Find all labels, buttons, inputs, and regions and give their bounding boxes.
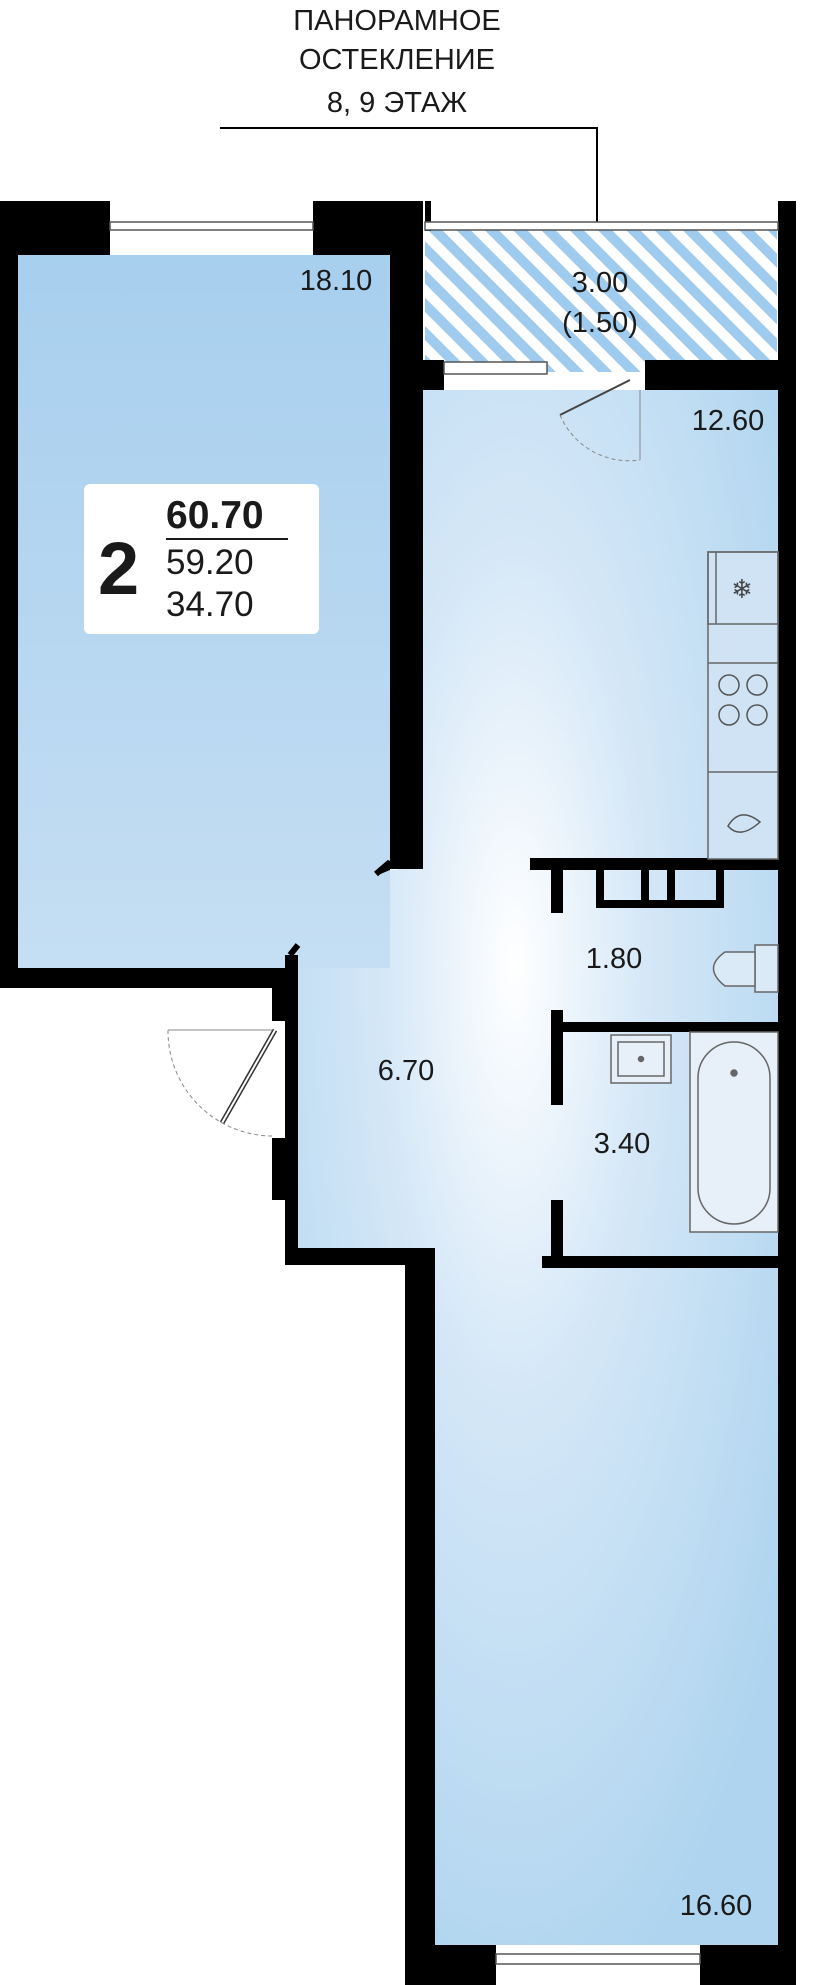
area-bathroom: 3.40 — [594, 1128, 650, 1160]
kitchen-counter — [707, 551, 779, 860]
toilet-icon — [712, 944, 779, 993]
window-kitchen — [443, 361, 548, 375]
area-without-balcony: 59.20 — [166, 543, 254, 582]
balcony-door — [559, 379, 641, 462]
area-hallway: 6.70 — [378, 1055, 434, 1087]
walls — [0, 201, 796, 1985]
glazing-note-line3: 8, 9 ЭТАЖ — [327, 87, 467, 119]
area-toilet: 1.80 — [586, 943, 642, 975]
area-room-bottom: 16.60 — [680, 1890, 753, 1922]
room-count: 2 — [98, 527, 139, 610]
snowflake-icon: ❄ — [731, 574, 753, 604]
bathtub-icon — [689, 1031, 779, 1233]
sink-icon — [727, 814, 762, 833]
wall-stub — [378, 860, 390, 875]
balcony-floor — [425, 229, 777, 372]
entrance-door — [167, 1028, 278, 1137]
living-area: 34.70 — [166, 585, 254, 624]
glazing-note-line1: ПАНОРАМНОЕ — [293, 5, 500, 37]
window-balcony — [424, 221, 779, 231]
wall-stub-line-2 — [287, 943, 301, 957]
glazing-note-line2: ОСТЕКЛЕНИЕ — [299, 44, 495, 76]
area-room-left: 18.10 — [300, 265, 373, 297]
window-bottom-room — [495, 1953, 701, 1965]
window-left-room — [109, 221, 314, 231]
windows — [109, 221, 779, 1965]
stove-icon — [718, 674, 768, 726]
glazing-leader-line — [220, 127, 598, 226]
washbasin-icon — [610, 1034, 672, 1084]
area-balcony-reduced: (1.50) — [562, 307, 638, 339]
total-area: 60.70 — [166, 494, 264, 537]
area-kitchen: 12.60 — [692, 405, 765, 437]
area-balcony: 3.00 — [572, 267, 628, 299]
wall-stub-line — [374, 859, 392, 877]
apartment-info-card: 2 60.70 59.20 34.70 — [84, 484, 319, 634]
